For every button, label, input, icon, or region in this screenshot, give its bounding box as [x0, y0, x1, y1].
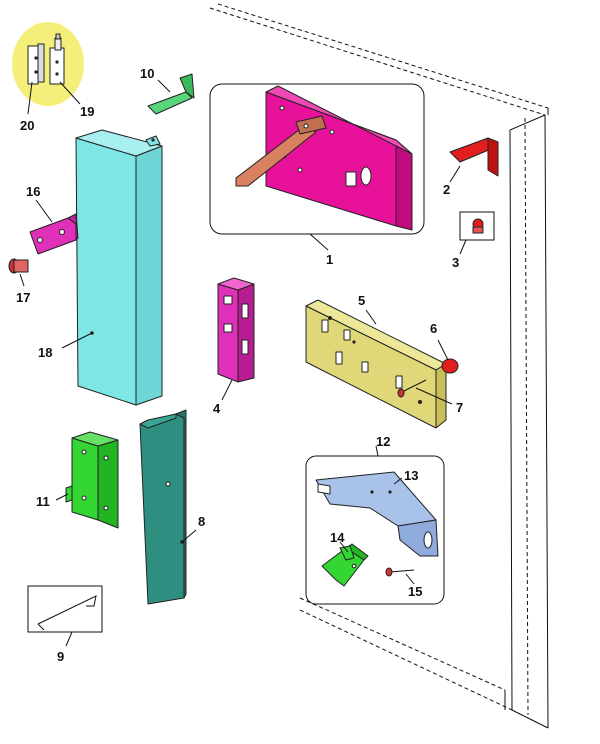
label-5: 5: [358, 293, 365, 308]
part-19-hinge-pin: [49, 33, 65, 85]
part-19-20-group: [12, 22, 84, 115]
callout-labels: 1 2 3 4 5 6 7 8 9 10 11 12 13 14 15 16 1…: [16, 66, 463, 664]
label-14: 14: [330, 530, 345, 545]
label-19: 19: [80, 104, 94, 119]
part-4-hinge-bracket: [217, 277, 255, 401]
label-7: 7: [456, 400, 463, 415]
label-2: 2: [443, 182, 450, 197]
label-16: 16: [26, 184, 40, 199]
highlight-circle: [12, 22, 84, 106]
part-12-frame: [305, 455, 445, 605]
part-14-latch: [321, 541, 369, 587]
part-18-side-panel: [61, 129, 163, 406]
label-8: 8: [198, 514, 205, 529]
label-17: 17: [16, 290, 30, 305]
label-20: 20: [20, 118, 34, 133]
label-9: 9: [57, 649, 64, 664]
part-12-latch-assembly: [305, 445, 445, 605]
label-1: 1: [326, 252, 333, 267]
part-6-cap: [437, 339, 459, 374]
part-7-screw: [397, 379, 453, 405]
label-10: 10: [140, 66, 154, 81]
part-17-screw: [8, 258, 29, 287]
part-1-frame: [209, 83, 425, 235]
label-12: 12: [376, 434, 390, 449]
label-11: 11: [36, 494, 50, 509]
label-6: 6: [430, 321, 437, 336]
part-16-bracket: [29, 199, 79, 255]
part-5-mounting-plate: [305, 299, 447, 429]
part-2-bracket: [449, 137, 499, 183]
part-8-channel: [139, 409, 197, 605]
part-13-strike-plate: [315, 471, 439, 557]
label-18: 18: [38, 345, 52, 360]
label-4: 4: [213, 401, 221, 416]
part-10-bracket: [147, 73, 195, 115]
part-11-bracket: [55, 431, 119, 529]
label-13: 13: [404, 468, 418, 483]
cabinet-door-outline: [209, 3, 549, 729]
part-9-rod: [27, 585, 103, 647]
label-15: 15: [408, 584, 422, 599]
part-1-hinge-assembly: [209, 83, 425, 251]
part-15-screw: [385, 567, 415, 585]
part-20-hinge-plate: [27, 43, 45, 85]
label-3: 3: [452, 255, 459, 270]
part-3-screw: [459, 211, 495, 255]
